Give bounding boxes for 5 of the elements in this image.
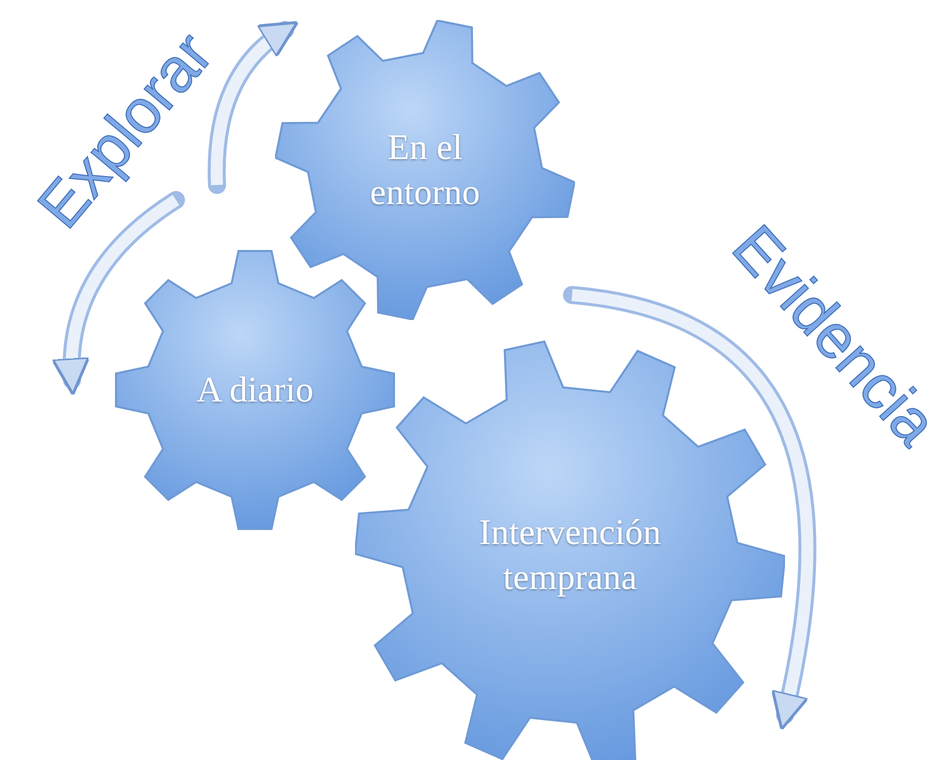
gear-label: Intervención temprana xyxy=(478,511,662,599)
gear-label: En el entorno xyxy=(369,126,481,214)
gear-node xyxy=(115,250,395,530)
gear-node xyxy=(275,20,575,320)
gear-label: A diario xyxy=(196,368,314,412)
